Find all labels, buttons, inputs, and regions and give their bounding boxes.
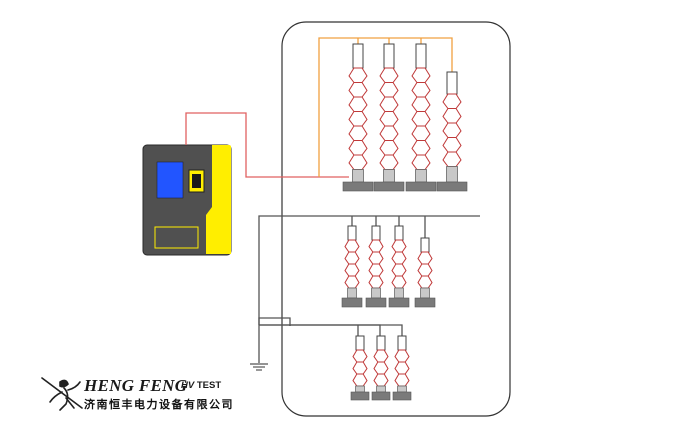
tester-output-panel [154,226,199,249]
insulator-mid-2 [365,225,387,308]
insulator-array [341,43,468,401]
company-logo [40,366,240,416]
insulator-mid-1 [341,225,363,308]
ground-icon [250,363,268,371]
insulator-bot-1 [350,335,370,401]
tester-screen [156,161,184,199]
insulator-bot-2 [371,335,391,401]
ground-lead [258,215,480,363]
hv-output-lead [185,112,349,178]
insulator-top-3 [405,43,437,192]
tester-button[interactable] [192,174,201,188]
insulator-bot-3 [392,335,412,401]
brand-tag-test: TEST [196,380,222,391]
insulator-mid-4 [414,237,436,308]
top-bus [318,37,453,177]
brand-tagline: HV TEST [181,380,221,391]
insulator-mid-3 [388,225,410,308]
warrior-logo-icon [41,377,83,411]
insulator-top-4 [436,71,468,192]
insulator-top-2 [373,43,405,192]
switchgear-enclosure [281,21,511,417]
brand-tag-hv: HV [181,380,195,391]
brand-name: HENG FENG [84,376,188,395]
hv-test-instrument[interactable] [142,144,232,256]
company-name-cn: 济南恒丰电力设备有限公司 [84,398,234,411]
insulator-top-1 [342,43,374,192]
